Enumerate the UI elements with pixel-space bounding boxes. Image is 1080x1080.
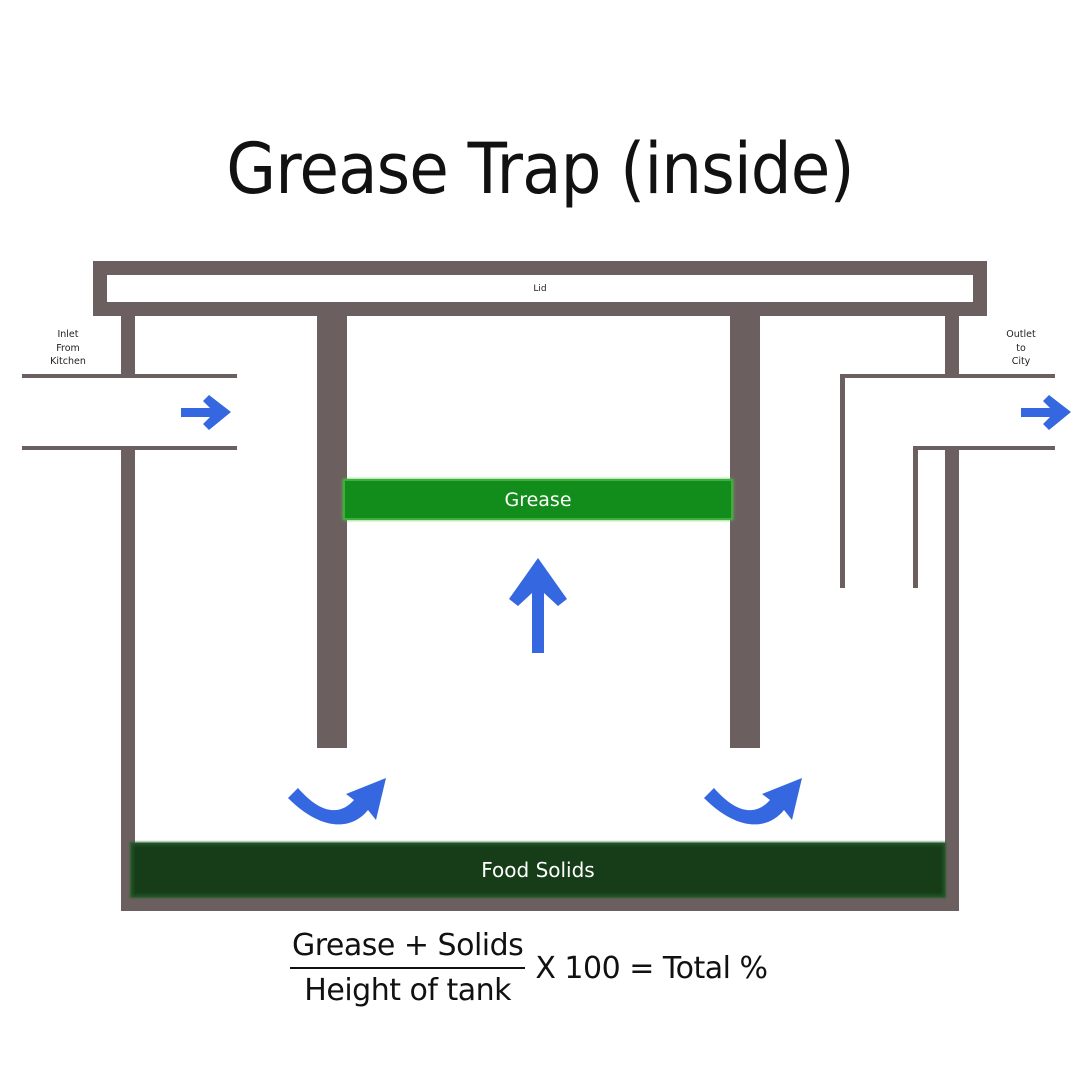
food-solids-label: Food Solids: [481, 858, 595, 882]
outlet-label: Outlet to City: [1006, 329, 1036, 367]
formula-result: X 100 = Total %: [535, 950, 768, 986]
outlet-flow-arrow-icon: [1021, 395, 1071, 430]
right-wall-lower: [945, 448, 959, 911]
left-underflow-arrow-icon: [288, 778, 386, 825]
grease-label: Grease: [504, 488, 572, 511]
formula-numerator: Grease + Solids: [290, 927, 526, 969]
lid-label: Lid: [533, 283, 547, 294]
right-baffle: [730, 316, 760, 748]
grease-layer: Grease: [345, 481, 731, 518]
right-wall-upper: [945, 316, 959, 376]
right-underflow-arrow-icon: [704, 778, 802, 825]
outlet-pipe-top: [840, 374, 1055, 378]
lid: Lid: [107, 275, 973, 302]
left-wall-lower: [121, 448, 135, 911]
outlet-pipe-bottom: [913, 446, 1055, 450]
fill-percentage-formula: Grease + Solids Height of tank X 100 = T…: [290, 924, 768, 1014]
page-title: Grease Trap (inside): [226, 128, 854, 210]
left-wall-upper: [121, 316, 135, 376]
outlet-tee-outer-leg: [840, 374, 845, 588]
tank-bottom: [121, 897, 959, 911]
food-solids-layer: Food Solids: [131, 843, 945, 897]
left-baffle: [317, 316, 347, 748]
formula-fraction: Grease + Solids Height of tank: [290, 927, 526, 1011]
formula-denominator: Height of tank: [304, 973, 511, 1008]
inlet-label: Inlet From Kitchen: [50, 329, 86, 367]
inlet-pipe-bottom: [22, 446, 237, 450]
inlet-pipe-top: [22, 374, 237, 378]
grease-rise-arrow-icon: [509, 558, 567, 653]
inlet-flow-arrow-icon: [181, 395, 231, 430]
outlet-tee-inner-leg: [913, 446, 918, 588]
